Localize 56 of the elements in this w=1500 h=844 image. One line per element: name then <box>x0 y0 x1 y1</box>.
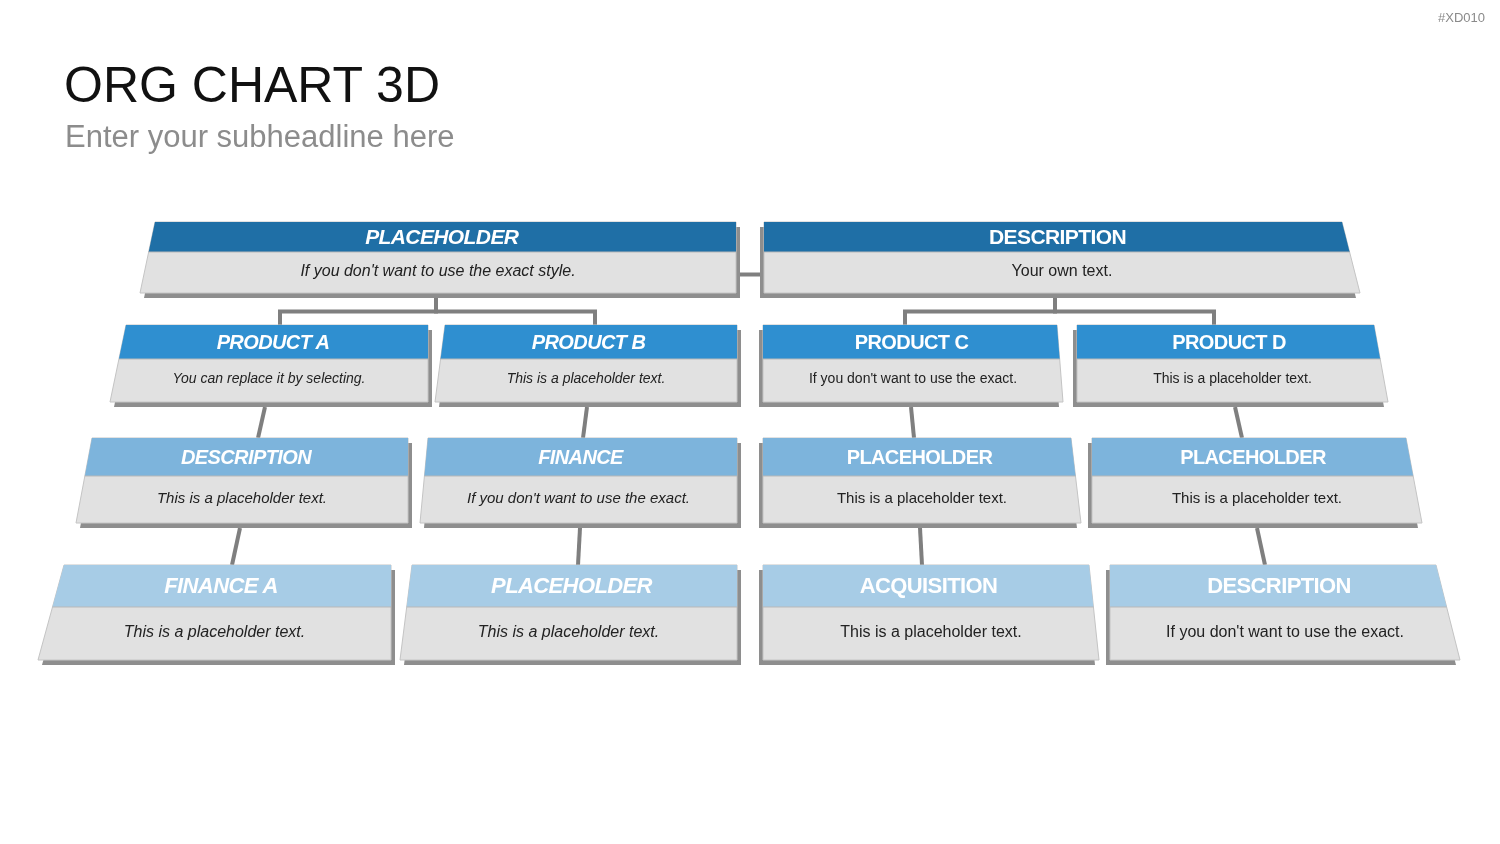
page-title: ORG CHART 3D <box>64 57 440 115</box>
org-card <box>1088 438 1422 528</box>
card-title: PLACEHOLDER <box>1180 446 1326 468</box>
card-text: This is a placeholder text. <box>1153 370 1312 387</box>
org-card <box>400 565 741 665</box>
connector-line <box>581 406 589 439</box>
card-text: Your own text. <box>1011 260 1113 281</box>
org-card <box>420 438 741 528</box>
connector-line <box>740 272 760 277</box>
card-title: ACQUISITION <box>859 573 998 599</box>
connector-line <box>1053 298 1216 325</box>
card-text: This is a placeholder text. <box>477 621 660 642</box>
card-title: PRODUCT D <box>1172 331 1286 353</box>
org-card <box>1073 325 1388 407</box>
connector-line <box>918 527 924 566</box>
card-title: PRODUCT A <box>216 331 330 353</box>
card-text: This is a placeholder text. <box>840 621 1022 642</box>
card-text: If you don't want to use the exact. <box>1166 621 1404 642</box>
card-title: FINANCE <box>538 446 623 468</box>
org-card <box>110 325 432 407</box>
card-title: DESCRIPTION <box>989 225 1126 249</box>
card-text: This is a placeholder text. <box>1171 488 1343 507</box>
card-title: PLACEHOLDER <box>365 225 519 249</box>
org-card <box>759 325 1063 407</box>
org-card <box>140 222 740 298</box>
org-card <box>38 565 395 665</box>
card-title: PRODUCT B <box>531 331 646 353</box>
card-text: This is a placeholder text. <box>156 488 328 507</box>
card-title: DESCRIPTION <box>1207 573 1351 599</box>
connector-line <box>256 406 267 439</box>
org-card <box>1106 565 1460 665</box>
card-text: This is a placeholder text. <box>836 488 1008 507</box>
card-title: DESCRIPTION <box>180 446 312 468</box>
card-text: This is a placeholder text. <box>506 370 666 387</box>
connector-line <box>576 527 582 566</box>
card-title: PLACEHOLDER <box>491 573 652 599</box>
connector-line <box>230 527 242 566</box>
card-title: PRODUCT C <box>854 331 969 353</box>
card-text: You can replace it by selecting. <box>172 370 366 387</box>
slide-code: #XD010 <box>1438 11 1485 26</box>
org-card <box>760 222 1360 298</box>
card-text: If you don't want to use the exact. <box>808 370 1018 387</box>
card-text: This is a placeholder text. <box>123 621 306 642</box>
subtitle: Enter your subheadline here <box>65 119 455 155</box>
card-text: If you don't want to use the exact. <box>467 488 690 507</box>
connector-line <box>1255 527 1267 566</box>
org-card <box>759 438 1081 528</box>
card-title: FINANCE A <box>164 573 278 599</box>
org-card <box>435 325 741 407</box>
card-title: PLACEHOLDER <box>846 446 993 468</box>
connector-line <box>1233 406 1244 439</box>
connector-line <box>434 298 597 325</box>
card-text: If you don't want to use the exact style. <box>300 260 576 281</box>
connector-line <box>909 406 916 439</box>
org-card <box>759 565 1099 665</box>
org-card <box>76 438 412 528</box>
